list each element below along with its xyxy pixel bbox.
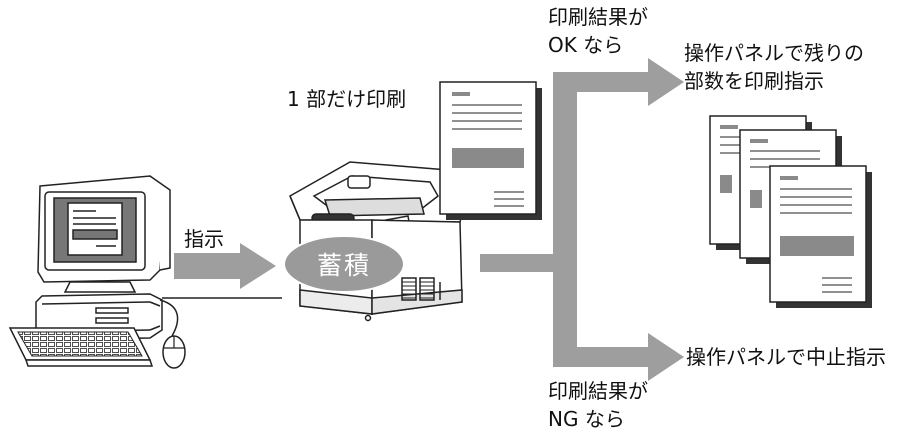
ng-action-label: 操作パネルで中止指示 — [686, 345, 886, 369]
arrow-instruction — [174, 243, 276, 289]
keyboard-icon — [8, 327, 154, 367]
printer-icon — [289, 161, 467, 322]
mouse-cable — [159, 297, 282, 337]
print-one-copy-label: 1 部だけ印刷 — [287, 87, 407, 111]
document-icon — [439, 81, 542, 220]
mouse-icon — [162, 335, 186, 369]
store-ellipse — [283, 235, 405, 293]
computer-icon — [35, 175, 171, 341]
ok-condition-label-line2: OK なら — [548, 33, 624, 57]
document-stack-icon — [709, 115, 872, 308]
store-label: 蓄積 — [316, 251, 371, 280]
ok-action-label-line2: 部数を印刷指示 — [684, 69, 824, 93]
ng-condition-label-line1: 印刷結果が — [548, 379, 648, 403]
ok-action-label-line1: 操作パネルで残りの — [684, 41, 864, 65]
arrow-branch — [480, 58, 684, 381]
instruction-label: 指示 — [184, 227, 224, 251]
ok-condition-label-line1: 印刷結果が — [548, 5, 648, 29]
ng-condition-label-line2: NG なら — [548, 407, 625, 431]
